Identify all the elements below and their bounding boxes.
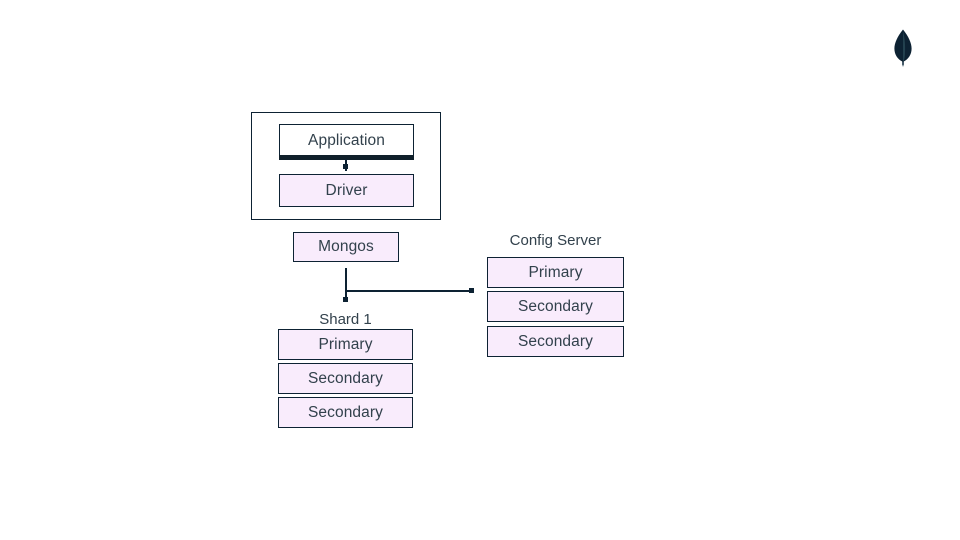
- node-config-secondary-2-label: Secondary: [517, 332, 593, 350]
- config-server-caption: Config Server: [487, 233, 624, 248]
- node-config-secondary-1[interactable]: Secondary: [487, 291, 624, 322]
- node-shard1-secondary-1[interactable]: Secondary: [278, 363, 413, 394]
- shard1-caption: Shard 1: [278, 312, 413, 327]
- shard1-caption-label: Shard 1: [319, 311, 372, 328]
- node-shard1-primary-label: Primary: [318, 335, 373, 353]
- node-mongos[interactable]: Mongos: [293, 232, 399, 262]
- node-shard1-secondary-1-label: Secondary: [307, 369, 383, 387]
- application-underline-bar: [279, 155, 414, 160]
- connector-application-to-driver-endpoint: [343, 164, 348, 169]
- node-shard1-secondary-2[interactable]: Secondary: [278, 397, 413, 428]
- node-application[interactable]: Application: [279, 124, 414, 157]
- connector-mongos-trunk: [345, 268, 347, 302]
- node-config-secondary-1-label: Secondary: [517, 297, 593, 315]
- config-server-caption-label: Config Server: [509, 232, 602, 249]
- connector-mongos-to-config-server-endpoint: [469, 288, 474, 293]
- mongodb-leaf-icon: [889, 28, 917, 68]
- node-driver-label: Driver: [325, 181, 368, 199]
- client-application-frame: [251, 112, 441, 220]
- node-config-primary[interactable]: Primary: [487, 257, 624, 288]
- connector-mongos-to-shard1-endpoint: [343, 297, 348, 302]
- node-driver[interactable]: Driver: [279, 174, 414, 207]
- connector-mongos-to-config-server: [345, 290, 473, 292]
- node-application-label: Application: [308, 131, 385, 149]
- node-config-secondary-2[interactable]: Secondary: [487, 326, 624, 357]
- node-config-primary-label: Primary: [528, 263, 583, 281]
- node-shard1-secondary-2-label: Secondary: [307, 403, 383, 421]
- node-shard1-primary[interactable]: Primary: [278, 329, 413, 360]
- node-mongos-label: Mongos: [318, 238, 374, 256]
